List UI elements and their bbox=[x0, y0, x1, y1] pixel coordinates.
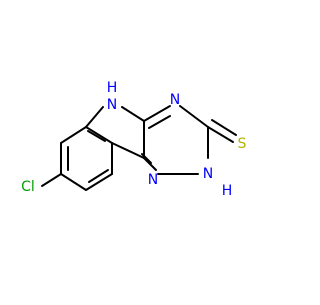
bond-c9a-c5a-inner bbox=[87, 130, 106, 142]
bond-n1-c9b-inner bbox=[141, 153, 152, 164]
bond-n4-c3 bbox=[179, 105, 209, 128]
atom-h-indole: H bbox=[107, 80, 118, 96]
bond-n5-c4a bbox=[121, 106, 145, 122]
atom-h-n2: H bbox=[222, 183, 233, 199]
bond-c3-s-double bbox=[211, 119, 237, 136]
bond-c3-s bbox=[207, 126, 234, 143]
atom-n4: N bbox=[170, 92, 180, 108]
molecule-diagram: H N N S N H N Cl bbox=[21, 80, 246, 199]
bond-c9b-c9a bbox=[111, 142, 145, 159]
atom-n1: N bbox=[148, 172, 158, 188]
atom-s: S bbox=[238, 136, 247, 152]
atom-n-indole: N bbox=[107, 97, 117, 113]
bond-c9a-c5a bbox=[85, 126, 113, 144]
atom-n2: N bbox=[203, 166, 213, 182]
bond-layer bbox=[41, 105, 237, 191]
atom-labels: H N N S N H N Cl bbox=[21, 80, 246, 199]
bond-c7-c8 bbox=[60, 173, 87, 191]
bond-n1-c9b bbox=[143, 157, 157, 171]
bond-c8-c9 bbox=[85, 173, 113, 191]
bond-c5a-c6 bbox=[60, 126, 87, 144]
atom-cl: Cl bbox=[21, 179, 35, 195]
bond-c8-c9-inner bbox=[88, 169, 109, 183]
bond-c4a-n4-inner bbox=[148, 115, 171, 129]
molecule-structure: H N N S N H N Cl bbox=[21, 80, 246, 199]
bond-c7-cl bbox=[41, 173, 62, 187]
bond-c5a-n5 bbox=[85, 106, 104, 128]
bond-c4a-n4 bbox=[143, 105, 171, 122]
